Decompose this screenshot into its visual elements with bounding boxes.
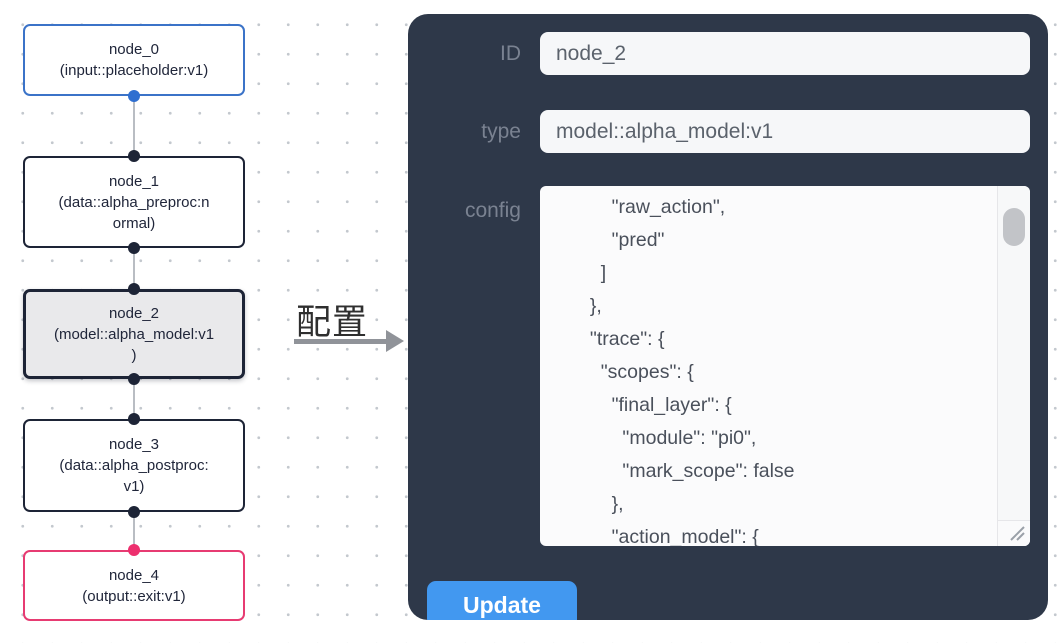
config-field-label: config bbox=[464, 199, 521, 222]
port-node2-in[interactable] bbox=[128, 283, 140, 295]
scrollbar-track[interactable] bbox=[997, 186, 1030, 546]
flow-node-node_1[interactable]: node_1 (data::alpha_preproc:n ormal) bbox=[23, 156, 245, 248]
arrow-head-icon bbox=[386, 330, 404, 352]
resize-handle-icon[interactable] bbox=[1007, 523, 1027, 543]
edge-node0-node1 bbox=[133, 96, 135, 156]
arrow-line bbox=[294, 339, 386, 344]
transition-label: 配置 bbox=[296, 303, 369, 342]
config-panel: ID node_2 type model::alpha_model:v1 con… bbox=[408, 14, 1048, 620]
config-textarea[interactable]: "raw_action", "pred" ] }, "trace": { "sc… bbox=[540, 186, 1030, 546]
type-field-label: type bbox=[481, 119, 521, 143]
scrollbar-corner bbox=[997, 520, 1030, 546]
node-label: node_4 (output::exit:v1) bbox=[82, 566, 186, 605]
flow-node-node_3[interactable]: node_3 (data::alpha_postproc: v1) bbox=[23, 419, 245, 512]
port-node1-in[interactable] bbox=[128, 150, 140, 162]
id-field-label: ID bbox=[500, 41, 521, 65]
flow-node-node_4[interactable]: node_4 (output::exit:v1) bbox=[23, 550, 245, 621]
port-node3-out[interactable] bbox=[128, 506, 140, 518]
node-label: node_2 (model::alpha_model:v1 ) bbox=[53, 304, 215, 364]
flow-node-node_2-selected[interactable]: node_2 (model::alpha_model:v1 ) bbox=[23, 289, 245, 379]
node-label: node_0 (input::placeholder:v1) bbox=[59, 41, 209, 79]
edge-node3-node4 bbox=[133, 512, 135, 550]
port-node3-in[interactable] bbox=[128, 413, 140, 425]
node-label: node_3 (data::alpha_postproc: v1) bbox=[59, 436, 209, 495]
id-input[interactable]: node_2 bbox=[540, 32, 1030, 75]
port-node2-out[interactable] bbox=[128, 373, 140, 385]
node-label: node_1 (data::alpha_preproc:n ormal) bbox=[58, 172, 210, 232]
scrollbar-thumb[interactable] bbox=[1003, 208, 1025, 246]
update-button[interactable]: Update bbox=[427, 581, 577, 620]
port-node4-in[interactable] bbox=[128, 544, 140, 556]
type-input[interactable]: model::alpha_model:v1 bbox=[540, 110, 1030, 153]
edge-node1-node2 bbox=[133, 248, 135, 289]
edge-node2-node3 bbox=[133, 379, 135, 419]
config-json-text: "raw_action", "pred" ] }, "trace": { "sc… bbox=[589, 196, 795, 546]
port-node1-out[interactable] bbox=[128, 242, 140, 254]
flow-node-node_0[interactable]: node_0 (input::placeholder:v1) bbox=[23, 24, 245, 96]
port-node0-out[interactable] bbox=[128, 90, 140, 102]
